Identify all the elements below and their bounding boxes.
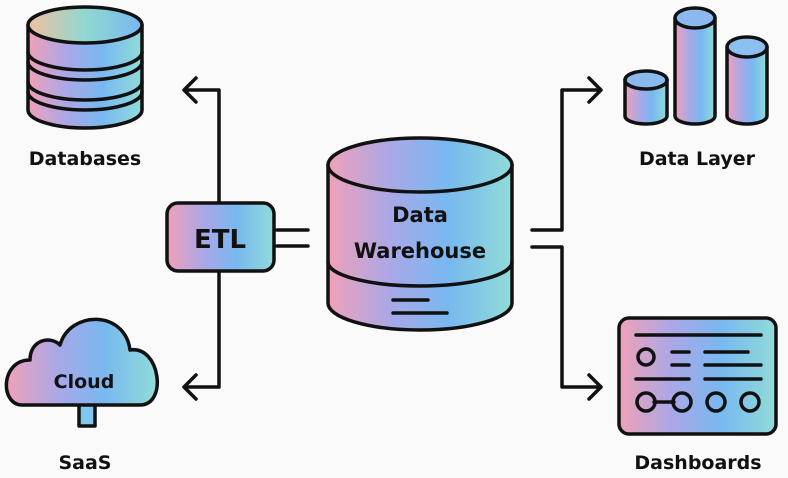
cloud-label: Cloud <box>54 371 115 393</box>
arrow-to-data-layer <box>530 76 603 232</box>
warehouse-label-line1: Data <box>392 203 448 227</box>
data-layer-label: Data Layer <box>639 148 756 170</box>
arrow-to-databases <box>182 76 221 204</box>
dashboard-icon <box>617 316 778 436</box>
warehouse-cylinder-icon <box>326 136 514 332</box>
database-icon <box>26 5 144 130</box>
saas-label: SaaS <box>58 452 111 474</box>
cloud-icon <box>4 317 159 428</box>
dashboards-label: Dashboards <box>634 452 761 474</box>
etl-warehouse-link <box>275 228 310 248</box>
etl-box <box>165 201 276 273</box>
etl-label: ETL <box>194 225 246 255</box>
cylinders-icon <box>623 6 769 126</box>
warehouse-label-line2: Warehouse <box>354 239 486 263</box>
arrow-to-dashboards <box>530 245 603 401</box>
arrow-to-saas <box>182 270 221 401</box>
databases-label: Databases <box>29 148 141 170</box>
